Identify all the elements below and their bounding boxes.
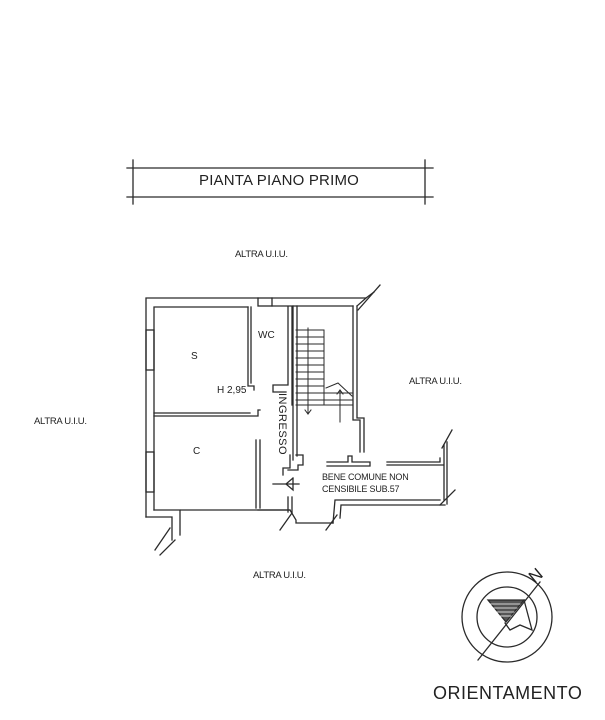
orientation-label: ORIENTAMENTO	[433, 683, 583, 703]
common-area-label: BENE COMUNE NON CENSIBILE SUB.57	[322, 471, 409, 495]
common-area-line1: BENE COMUNE NON	[322, 472, 409, 482]
interior-walls	[153, 305, 444, 513]
common-area-line2: CENSIBILE SUB.57	[322, 484, 400, 494]
title-frame	[126, 159, 434, 205]
outer-walls	[145, 284, 456, 556]
room-label-c: C	[193, 446, 201, 457]
adjacent-unit-right: ALTRA U.I.U.	[409, 376, 462, 387]
adjacent-unit-bottom: ALTRA U.I.U.	[253, 570, 306, 581]
entrance-arrow	[272, 477, 300, 492]
compass	[461, 571, 553, 663]
room-label-s: S	[191, 351, 198, 362]
floor-height-label: H 2,95	[217, 385, 247, 396]
room-label-ingresso: INGRESSO	[276, 393, 288, 456]
drawing-title: PIANTA PIANO PRIMO	[198, 172, 360, 189]
adjacent-unit-left: ALTRA U.I.U.	[34, 416, 87, 427]
room-label-wc: WC	[258, 330, 275, 341]
adjacent-unit-top: ALTRA U.I.U.	[235, 249, 288, 260]
staircase	[295, 327, 353, 423]
